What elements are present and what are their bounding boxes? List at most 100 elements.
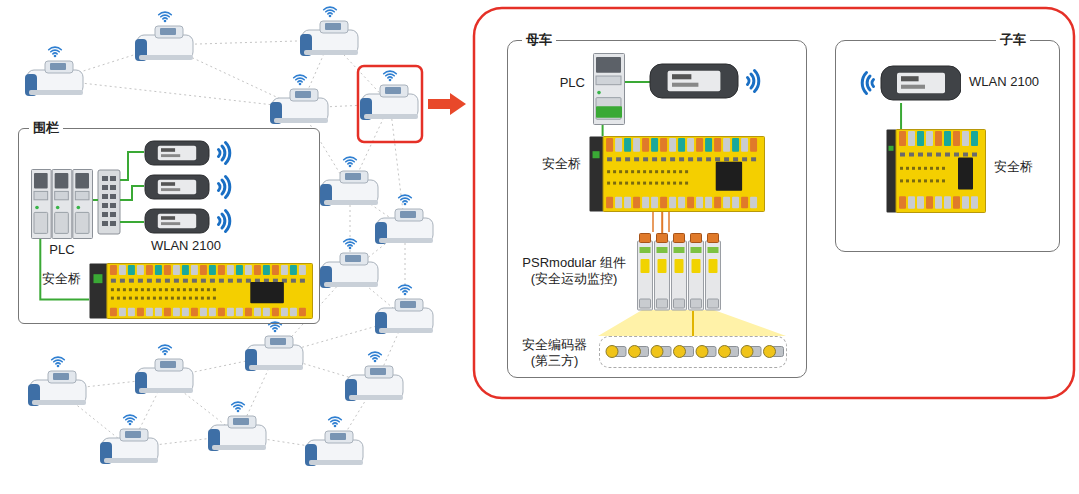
bridge-terminal (146, 308, 153, 316)
wlan-body (881, 66, 961, 100)
vehicle-base (324, 282, 378, 287)
bridge-terminal (908, 196, 915, 209)
wifi-wave (371, 355, 379, 357)
ethernet-wire (120, 186, 144, 200)
wifi-wave (296, 78, 304, 80)
label-slot: 母车 (522, 32, 556, 48)
label-slot: 安全编码器 (第三方) (517, 337, 592, 370)
bridge-terminal (899, 131, 906, 146)
wlan-mark (161, 222, 180, 225)
psr-stripe (657, 247, 668, 253)
bridge-body (107, 264, 313, 319)
bridge-terminal (200, 308, 207, 316)
bridge-dot (685, 170, 688, 173)
bridge-terminal (119, 265, 126, 275)
psr-stripe (708, 247, 719, 253)
wifi-dot (404, 203, 407, 206)
bridge-pin (634, 157, 639, 161)
bridge-dot (906, 167, 909, 170)
psr-stripe (691, 247, 702, 253)
bridge-pin (192, 279, 197, 283)
wifi-dot (164, 353, 167, 356)
bridge-terminal (714, 138, 721, 152)
wifi-dot (374, 360, 377, 363)
bridge-terminal (155, 265, 162, 275)
switch-port (110, 185, 116, 190)
bridge-dot (147, 297, 150, 300)
device-picture (886, 129, 986, 213)
switch-port (102, 221, 108, 226)
vehicle-base (249, 365, 303, 370)
bridge-terminal (633, 138, 640, 152)
bridge-pin (679, 157, 684, 161)
bridge-terminal (962, 196, 969, 209)
wifi-wave (159, 12, 172, 15)
bridge-terminal (245, 265, 252, 275)
bridge-body (603, 137, 764, 212)
bridge-dot (625, 182, 628, 185)
bridge-terminal (669, 138, 676, 152)
vehicle-top (265, 336, 293, 348)
bridge-dot (673, 182, 676, 185)
vehicle-base (212, 445, 266, 450)
vehicle-top (120, 429, 148, 441)
bridge-terminal (164, 308, 171, 316)
plc-port (55, 173, 69, 188)
bridge-terminal (290, 265, 297, 275)
bridge-dot (183, 297, 186, 300)
bridge-terminal (164, 265, 171, 275)
bridge-dot (165, 297, 168, 300)
wifi-wave (219, 184, 220, 191)
bridge-pin (210, 279, 215, 283)
bridge-dot (135, 288, 138, 291)
bridge-pin (670, 157, 675, 161)
plc-terminal (596, 98, 621, 120)
vehicle-screen (345, 255, 361, 262)
bridge-pin (129, 279, 134, 283)
plc-field (34, 191, 48, 199)
bridge-terminal (254, 308, 261, 316)
plc-module (52, 170, 72, 239)
wifi-wave (52, 357, 65, 360)
wifi-wave (232, 402, 245, 405)
vehicle-base (309, 460, 363, 465)
bridge-pin (963, 153, 968, 157)
vehicle-base (304, 50, 358, 55)
bridge-dot (924, 167, 927, 170)
plc-port (75, 173, 89, 188)
wlan-mark (901, 85, 925, 89)
psr-terminal (674, 299, 685, 308)
bridge-led (889, 146, 894, 151)
bridge-terminal (218, 308, 225, 316)
bridge-pin (652, 157, 657, 161)
encoder-row: 安全编码器 (第三方) (599, 336, 787, 368)
bridge-display (250, 282, 284, 303)
bridge-terminal (236, 308, 243, 316)
bridge-dot (177, 288, 180, 291)
wifi-wave (126, 418, 134, 420)
bridge-terminal (705, 138, 712, 152)
vehicle-top (155, 359, 183, 371)
bridge-dot (942, 167, 945, 170)
vehicle-top (325, 431, 353, 443)
bridge-dot (607, 182, 610, 185)
psr-terminal (657, 299, 668, 308)
wifi-wave (54, 360, 62, 362)
vehicle-screen (400, 301, 416, 308)
bridge-terminal (128, 265, 135, 275)
bridge-terminal (272, 308, 279, 316)
wifi-wave (236, 407, 240, 409)
switch-port (110, 203, 116, 208)
psr-module (672, 241, 687, 310)
network-switch (98, 170, 120, 234)
bridge-terminal (917, 131, 924, 146)
label-slot: PLC (11, 242, 113, 258)
bridge-dot (117, 288, 120, 291)
bridge-pin (174, 279, 179, 283)
bridge-terminal (750, 197, 757, 208)
device-picture (851, 63, 961, 103)
safety-bridge: 安全桥 (886, 129, 986, 213)
region-title: 围栏 (29, 120, 63, 136)
plc-led (56, 206, 60, 210)
device-label: WLAN 2100 (969, 74, 1039, 90)
